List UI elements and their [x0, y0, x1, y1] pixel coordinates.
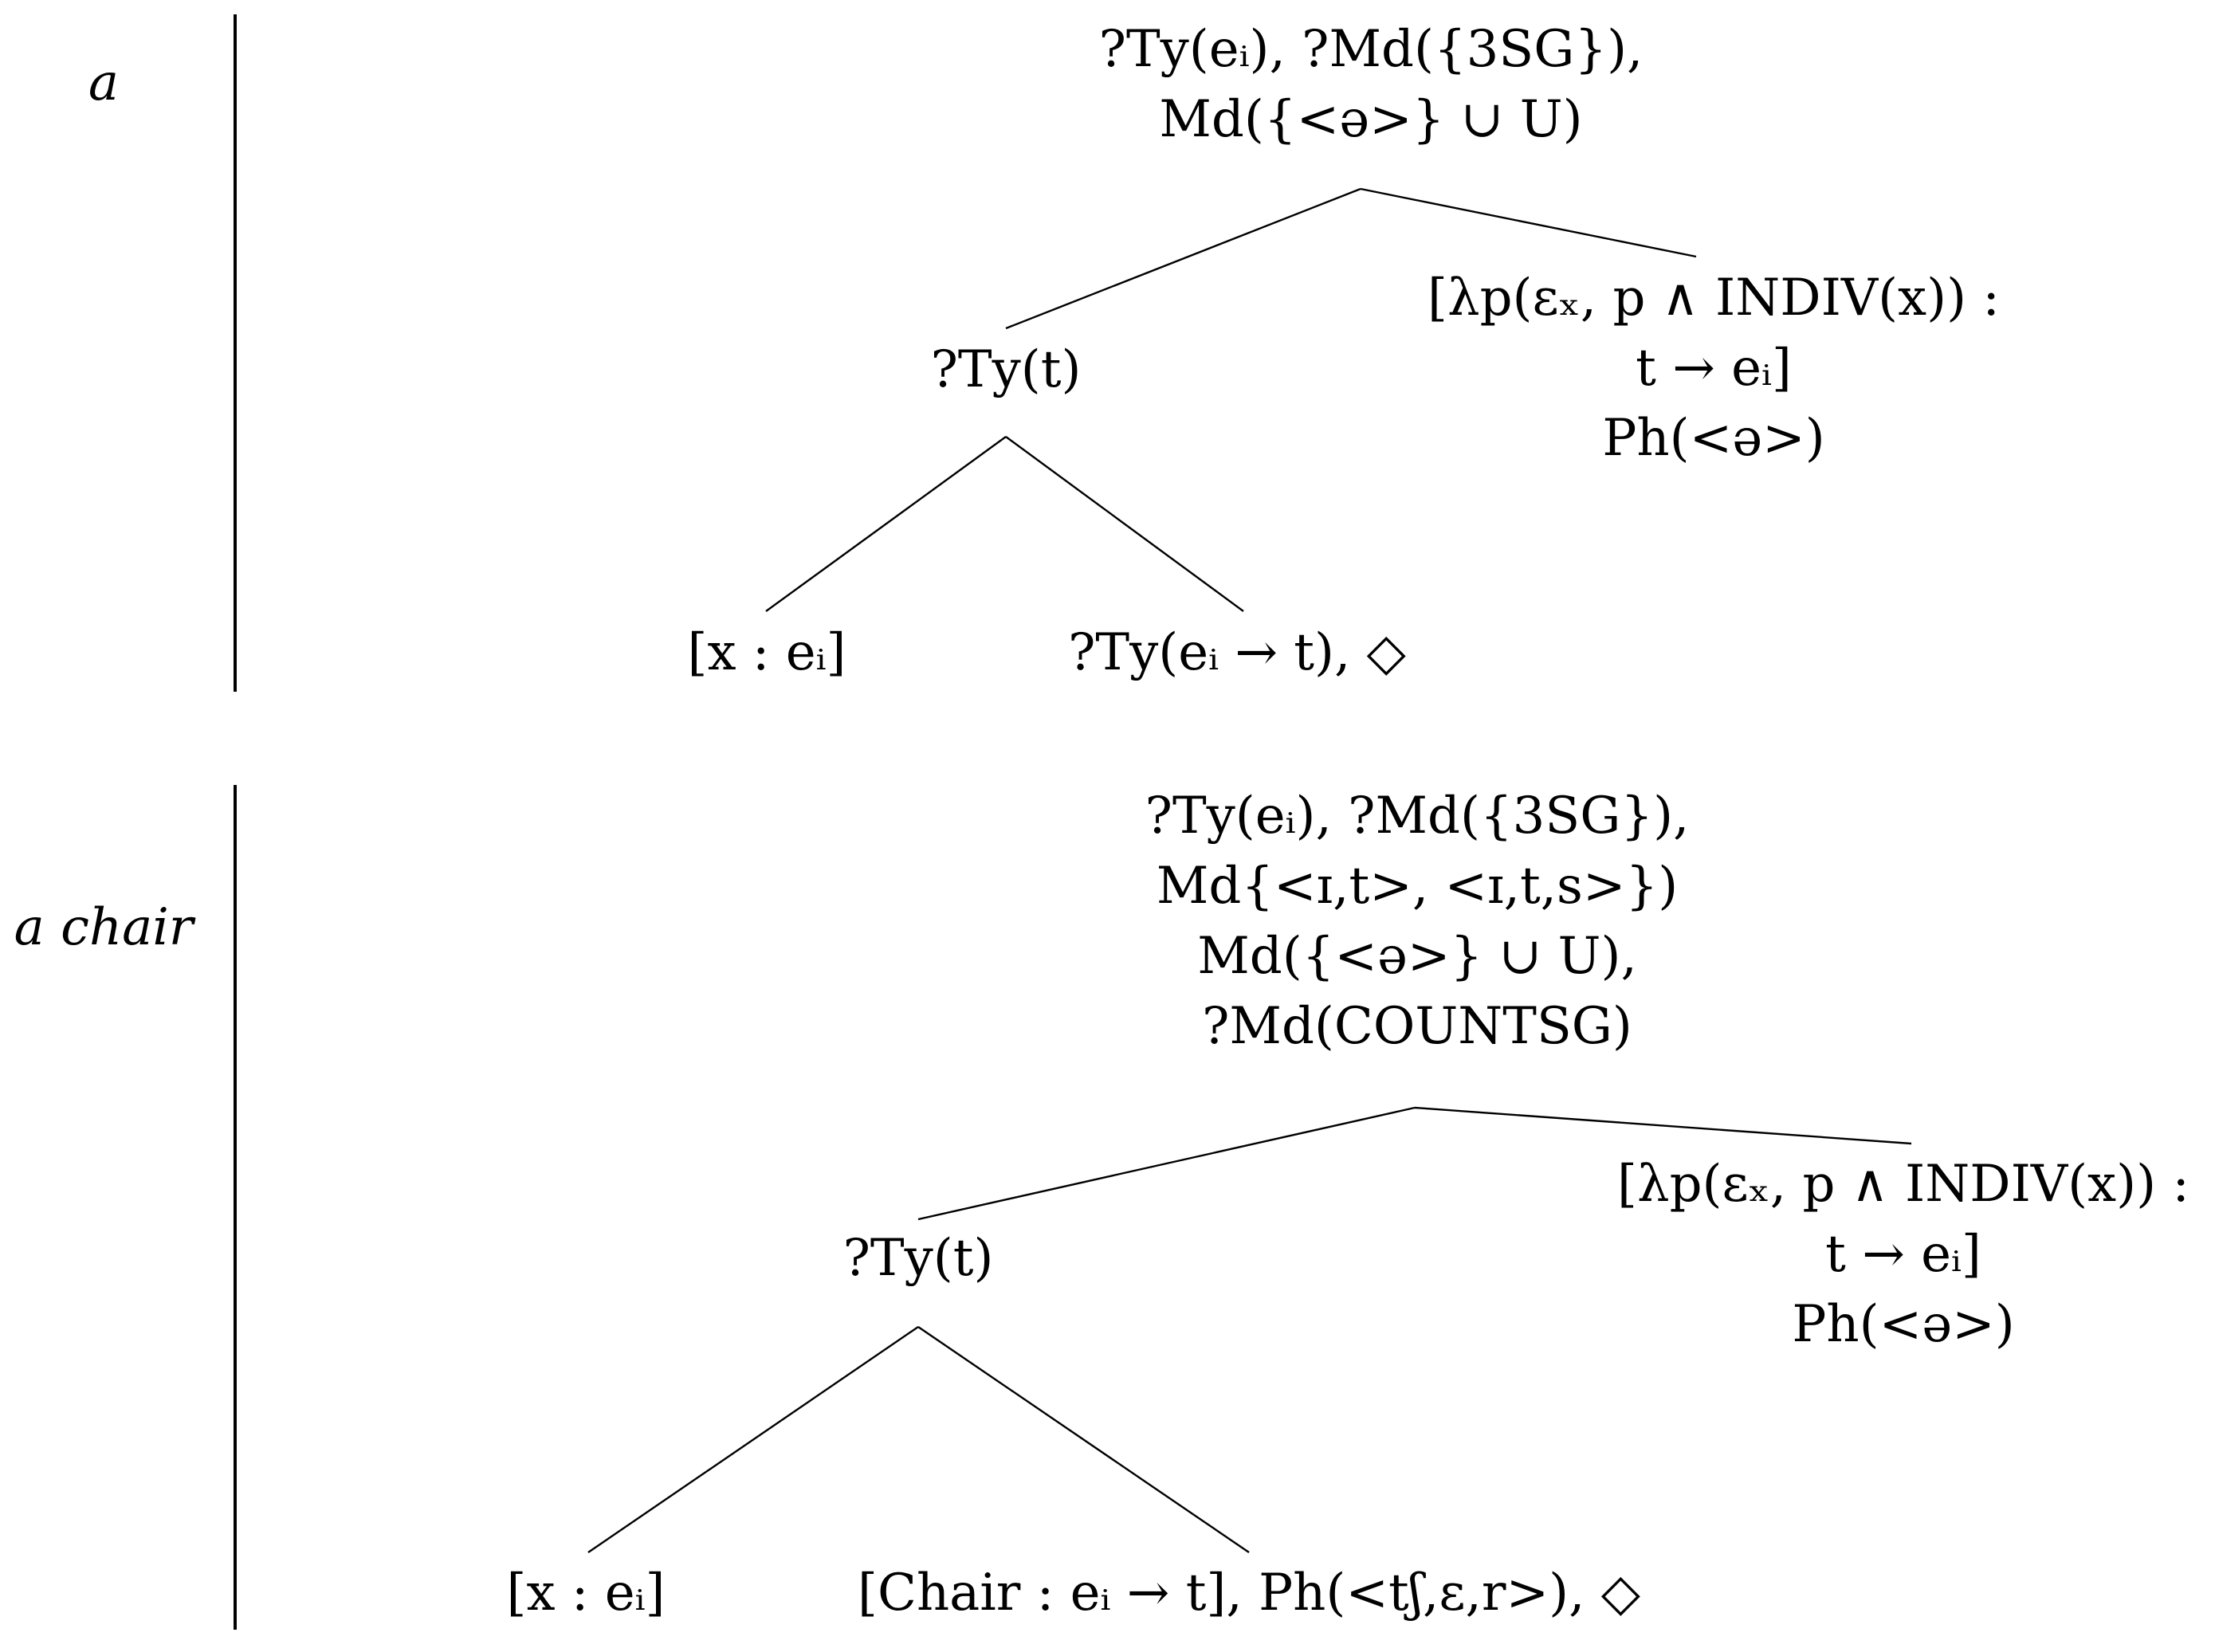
tree-a-right-leaf: ?Ty(eᵢ → t), ◇ — [1068, 618, 1406, 688]
tree-b-det-line-3: Ph(<ə>) — [1792, 1295, 2015, 1354]
tree-a-mid-line-1: ?Ty(t) — [930, 340, 1082, 399]
tree-b-mid-node: ?Ty(t) — [843, 1223, 994, 1293]
edge-a-root-det — [1360, 187, 1697, 258]
tree-b-root-line-4: ?Md(COUNTSG) — [1202, 997, 1632, 1056]
tree-b-determiner-node: [λp(εₓ, p ∧ INDIV(x)) : t → eᵢ] Ph(<ə>) — [1617, 1149, 2189, 1360]
row-divider-a-chair — [234, 785, 237, 1630]
tree-b-left-leaf: [x : eᵢ] — [506, 1558, 665, 1628]
tree-a-root-line-1: ?Ty(eᵢ), ?Md({3SG}), — [1098, 20, 1644, 79]
tree-a-left-leaf: [x : eᵢ] — [687, 618, 846, 688]
edge-b-root-mid — [917, 1106, 1416, 1221]
edge-a-mid-leftleaf — [765, 436, 1007, 612]
tree-b-mid-line-1: ?Ty(t) — [842, 1229, 994, 1288]
tree-a-mid-node: ?Ty(t) — [931, 335, 1082, 405]
tree-b-det-line-2: t → eᵢ] — [1825, 1225, 1981, 1284]
row-label-a-chair: a chair — [14, 898, 194, 957]
tree-a-right-leaf-line-1: ?Ty(eᵢ → t), ◇ — [1068, 623, 1406, 682]
tree-b-root-line-2: Md{<ɪ,t>, <ɪ,t,s>}) — [1156, 857, 1679, 916]
edge-b-mid-leftleaf — [587, 1326, 919, 1553]
tree-a-det-line-1: [λp(εₓ, p ∧ INDIV(x)) : — [1428, 269, 2000, 328]
row-label-a: a — [88, 53, 120, 112]
tree-b-left-leaf-line-1: [x : eᵢ] — [506, 1564, 666, 1623]
tree-b-det-line-1: [λp(εₓ, p ∧ INDIV(x)) : — [1617, 1155, 2189, 1214]
tree-a-det-line-3: Ph(<ə>) — [1602, 409, 1825, 468]
edge-a-mid-rightleaf — [1005, 436, 1244, 612]
row-divider-a — [234, 14, 237, 692]
tree-b-right-leaf-line-1: [Chair : eᵢ → t], Ph(<tʃ,ɛ,r>), ◇ — [858, 1564, 1640, 1623]
edge-b-mid-rightleaf — [917, 1326, 1250, 1553]
tree-b-right-leaf: [Chair : eᵢ → t], Ph(<tʃ,ɛ,r>), ◇ — [858, 1558, 1640, 1628]
tree-b-root-node: ?Ty(eᵢ), ?Md({3SG}), Md{<ɪ,t>, <ɪ,t,s>})… — [1145, 781, 1690, 1061]
edge-b-root-det — [1414, 1106, 1912, 1145]
tree-a-left-leaf-line-1: [x : eᵢ] — [687, 623, 846, 682]
tree-b-root-line-1: ?Ty(eᵢ), ?Md({3SG}), — [1145, 787, 1690, 846]
edge-a-root-mid — [1005, 187, 1361, 330]
tree-a-root-node: ?Ty(eᵢ), ?Md({3SG}), Md({<ə>} ∪ U) — [1099, 14, 1644, 155]
tree-a-determiner-node: [λp(εₓ, p ∧ INDIV(x)) : t → eᵢ] Ph(<ə>) — [1428, 263, 2000, 473]
tree-b-root-line-3: Md({<ə>} ∪ U), — [1197, 927, 1637, 986]
tree-a-det-line-2: t → eᵢ] — [1636, 339, 1792, 398]
tree-a-root-line-2: Md({<ə>} ∪ U) — [1159, 90, 1583, 149]
